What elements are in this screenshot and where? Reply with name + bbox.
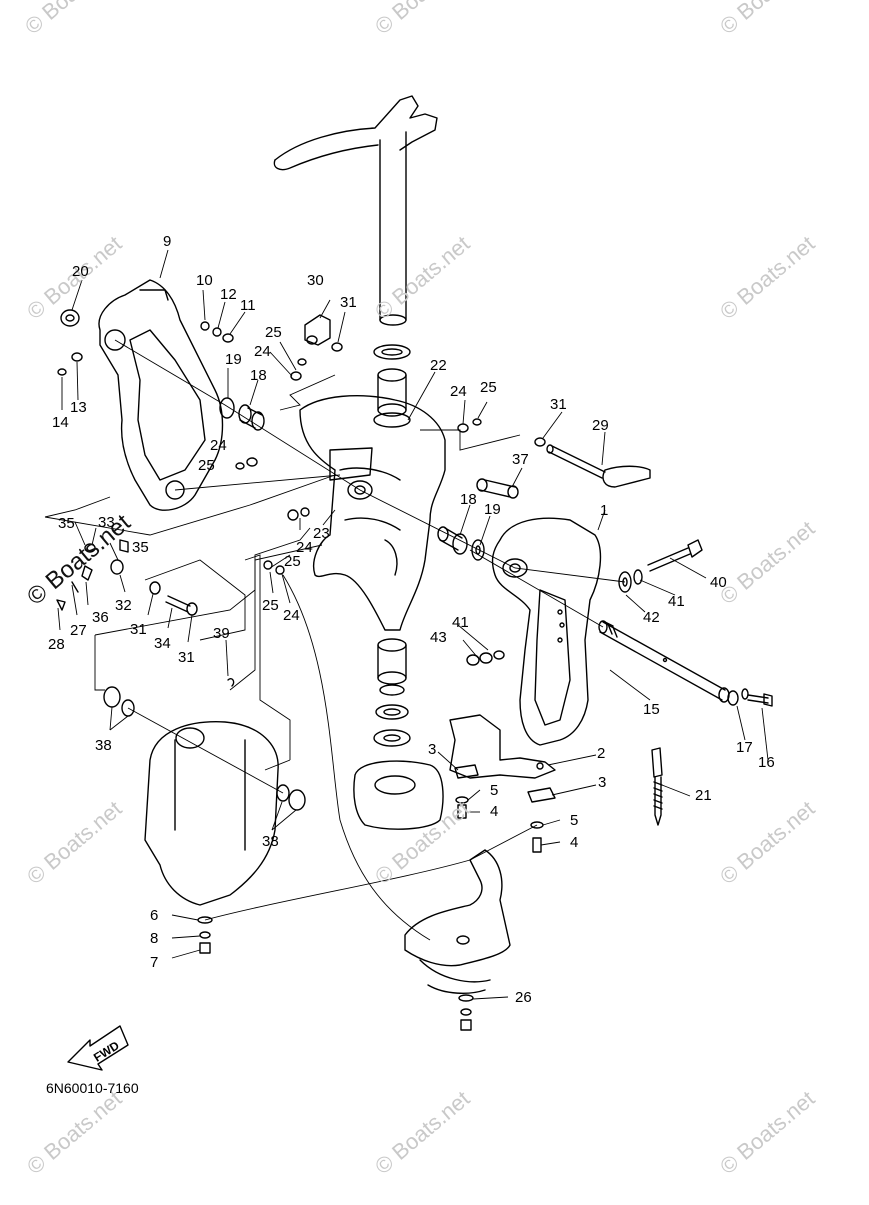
part-label-7: 7 xyxy=(150,954,159,971)
washers-41-42 xyxy=(618,569,643,593)
fasteners-26 xyxy=(458,994,474,1031)
part-label-31: 31 xyxy=(178,649,195,666)
part-label-24: 24 xyxy=(210,437,227,454)
screw-21 xyxy=(651,747,663,826)
clip-30 xyxy=(304,314,331,346)
part-label-34: 34 xyxy=(154,635,171,652)
spacers-top xyxy=(373,344,411,428)
steering-handle xyxy=(273,95,438,326)
fasteners-6-7-8 xyxy=(197,916,213,954)
part-label-41: 41 xyxy=(668,593,685,610)
part-label-35: 35 xyxy=(58,515,75,532)
part-label-25: 25 xyxy=(265,324,282,341)
swivel-bracket xyxy=(299,394,446,631)
part-label-4: 4 xyxy=(570,834,579,851)
part-14 xyxy=(57,368,67,376)
part-label-27: 27 xyxy=(70,622,87,639)
part-label-10: 10 xyxy=(196,272,213,289)
part-label-3: 3 xyxy=(598,774,607,791)
part-label-13: 13 xyxy=(70,399,87,416)
part-label-25: 25 xyxy=(480,379,497,396)
part-label-5: 5 xyxy=(570,812,579,829)
part-label-18: 18 xyxy=(250,367,267,384)
part-label-8: 8 xyxy=(150,930,159,947)
washer-19-left xyxy=(219,397,235,419)
fasteners-10-11-12 xyxy=(200,321,234,343)
part-label-16: 16 xyxy=(758,754,775,771)
part-label-32: 32 xyxy=(115,597,132,614)
part-label-24: 24 xyxy=(254,343,271,360)
part-label-5: 5 xyxy=(490,782,499,799)
part-label-40: 40 xyxy=(710,574,727,591)
part-label-41: 41 xyxy=(452,614,469,631)
pin-29 xyxy=(546,444,651,488)
mount-block xyxy=(353,760,444,830)
part-label-21: 21 xyxy=(695,787,712,804)
plate-2 xyxy=(449,714,556,779)
part-label-26: 26 xyxy=(515,989,532,1006)
part-13 xyxy=(71,352,83,362)
part-label-11: 11 xyxy=(240,297,256,314)
parts-32-35-36 xyxy=(56,539,129,611)
part-label-17: 17 xyxy=(736,739,753,756)
lower-bracket xyxy=(404,849,511,994)
fasteners-17 xyxy=(727,688,749,706)
part-label-31: 31 xyxy=(550,396,567,413)
pin-37 xyxy=(476,478,519,499)
part-label-33: 33 xyxy=(98,514,115,531)
part-label-1: 1 xyxy=(600,502,609,519)
part-label-28: 28 xyxy=(48,636,65,653)
bolt-16 xyxy=(747,693,773,707)
part-label-25: 25 xyxy=(262,597,279,614)
bolt-40 xyxy=(647,539,703,572)
part-label-38: 38 xyxy=(262,833,279,850)
part-label-23: 23 xyxy=(313,525,330,542)
part-label-25: 25 xyxy=(198,457,215,474)
part-label-25: 25 xyxy=(284,553,301,570)
bushing-18-left xyxy=(238,404,265,431)
part-label-31: 31 xyxy=(340,294,357,311)
part-label-39: 39 xyxy=(213,625,230,642)
part-label-24: 24 xyxy=(296,539,313,556)
part-label-19: 19 xyxy=(484,501,501,518)
part-label-43: 43 xyxy=(430,629,447,646)
part-label-14: 14 xyxy=(52,414,69,431)
diagram-code: 6N60010-7160 xyxy=(46,1080,139,1096)
leader-lines xyxy=(44,249,769,1000)
clamp-bracket-right xyxy=(491,517,602,746)
part-label-35: 35 xyxy=(132,539,149,556)
part-label-19: 19 xyxy=(225,351,242,368)
part-label-24: 24 xyxy=(450,383,467,400)
part-label-9: 9 xyxy=(163,233,172,250)
part-label-31: 31 xyxy=(130,621,147,638)
part-label-4: 4 xyxy=(490,803,499,820)
part-label-38: 38 xyxy=(95,737,112,754)
part-label-18: 18 xyxy=(460,491,477,508)
fasteners-43 xyxy=(466,650,505,666)
lower-mount-38 xyxy=(103,686,306,906)
plate-3 xyxy=(454,764,556,803)
part-label-29: 29 xyxy=(592,417,609,434)
part-label-42: 42 xyxy=(643,609,660,626)
fwd-arrow-icon xyxy=(67,1025,129,1071)
part-label-36: 36 xyxy=(92,609,109,626)
part-label-37: 37 xyxy=(512,451,529,468)
part-label-2: 2 xyxy=(597,745,606,762)
part-label-3: 3 xyxy=(428,741,437,758)
part-label-22: 22 xyxy=(430,357,447,374)
thru-tube xyxy=(598,620,730,703)
part-label-30: 30 xyxy=(307,272,324,289)
part-label-20: 20 xyxy=(72,263,89,280)
part-20 xyxy=(60,309,80,327)
fasteners-4-5 xyxy=(455,796,544,853)
part-label-15: 15 xyxy=(643,701,660,718)
part-label-24: 24 xyxy=(283,607,300,624)
part-label-6: 6 xyxy=(150,907,159,924)
clamp-bracket-left xyxy=(98,279,224,511)
part-label-12: 12 xyxy=(220,286,237,303)
fasteners-24-25 xyxy=(235,342,546,575)
spacers-bottom xyxy=(373,638,411,747)
